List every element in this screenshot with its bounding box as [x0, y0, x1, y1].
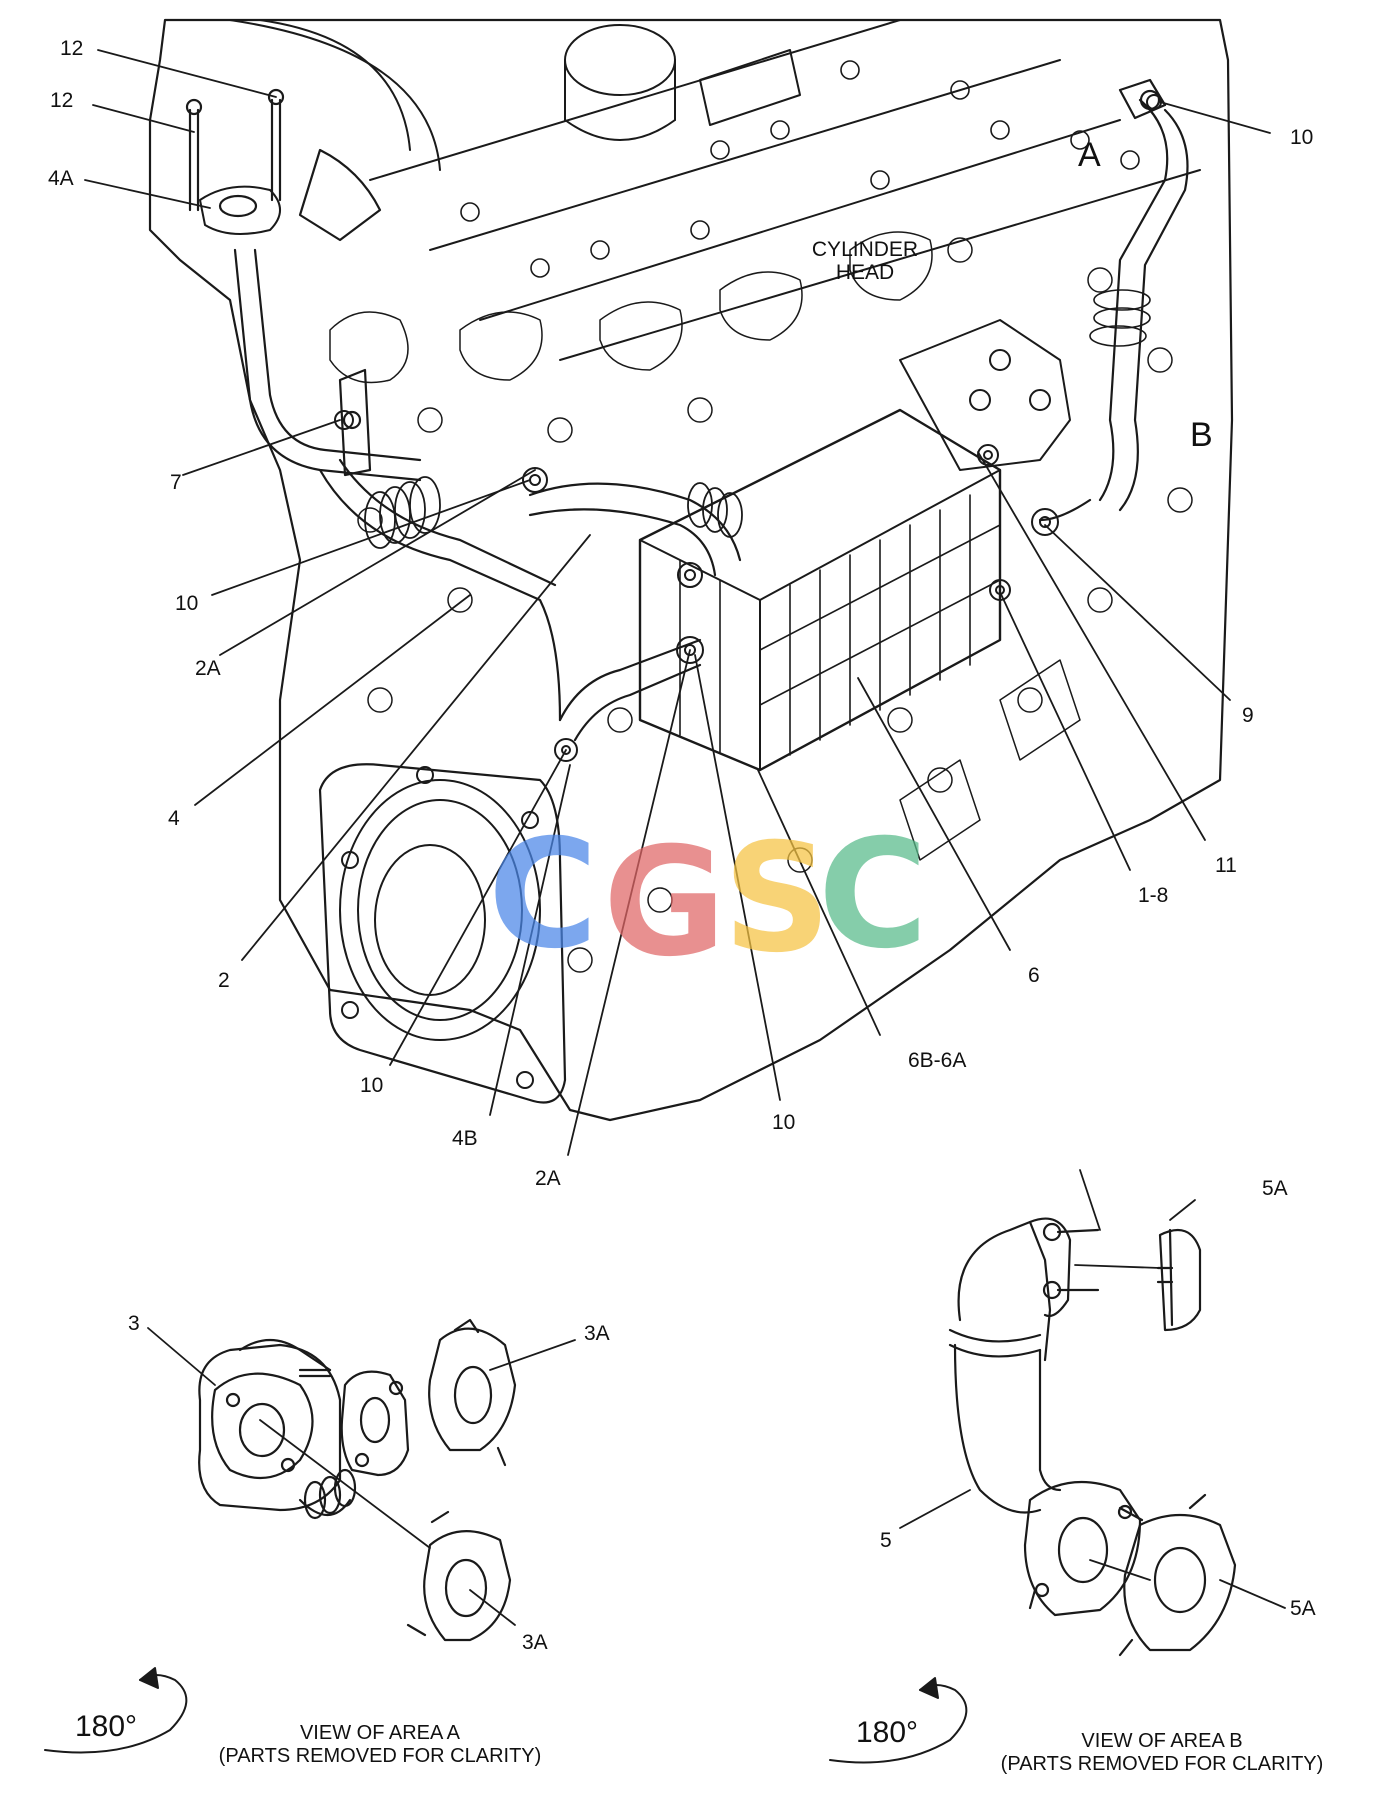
area-label-b: B	[1190, 416, 1213, 454]
callout-4a: 4A	[48, 167, 74, 190]
view-b-title: VIEW OF AREA B	[1081, 1730, 1243, 1752]
callout-5: 5	[880, 1529, 892, 1552]
watermark: C G S C	[488, 820, 1008, 990]
callout-6b-6a: 6B-6A	[908, 1049, 967, 1072]
callout-10-bottom-left: 10	[360, 1074, 384, 1097]
callout-2a-left: 2A	[195, 657, 221, 680]
view-b-subtitle: (PARTS REMOVED FOR CLARITY)	[1000, 1753, 1324, 1775]
rotation-arrow-b	[829, 1677, 968, 1764]
callout-2: 2	[218, 969, 230, 992]
callout-12-lower: 12	[50, 89, 74, 112]
cylinder-head-label: CYLINDER HEAD	[811, 238, 919, 285]
callout-3: 3	[128, 1312, 140, 1335]
callout-10-top-right: 10	[1290, 126, 1314, 149]
watermark-letter-s: S	[723, 812, 832, 986]
callout-5a-upper: 5A	[1262, 1177, 1288, 1200]
engine-block	[148, 18, 1234, 1122]
watermark-letter-c1: C	[488, 808, 599, 982]
area-label-a: A	[1078, 136, 1101, 174]
callout-12-upper: 12	[60, 37, 84, 60]
view-a-title: VIEW OF AREA A	[299, 1722, 461, 1744]
callout-4b: 4B	[452, 1127, 478, 1150]
callout-4: 4	[168, 807, 180, 830]
callout-10-bottom-center: 10	[772, 1111, 796, 1134]
watermark-letter-c2: C	[818, 808, 929, 982]
fastener-bolts	[334, 94, 1162, 762]
callout-11: 11	[1215, 854, 1237, 877]
callout-6: 6	[1028, 964, 1040, 987]
callout-2a-bottom: 2A	[535, 1167, 561, 1190]
view-a-caption: VIEW OF AREA A (PARTS REMOVED FOR CLARIT…	[180, 1722, 580, 1768]
leader-lines	[84, 49, 1286, 1626]
coolant-tubes	[185, 78, 1189, 742]
rotation-label-b: 180°	[856, 1716, 919, 1749]
callout-5a-lower: 5A	[1290, 1597, 1316, 1620]
rotation-arrow-a	[44, 1667, 188, 1754]
view-a-detail	[198, 1318, 517, 1642]
callout-10-left: 10	[175, 592, 199, 615]
callout-3a-lower: 3A	[522, 1631, 548, 1654]
view-a-subtitle: (PARTS REMOVED FOR CLARITY)	[218, 1745, 542, 1767]
callout-9: 9	[1242, 704, 1254, 727]
callout-3a-upper: 3A	[584, 1322, 610, 1345]
callout-7: 7	[170, 471, 182, 494]
callout-1-8: 1-8	[1138, 884, 1169, 907]
view-b-detail	[948, 1217, 1237, 1657]
view-b-caption: VIEW OF AREA B (PARTS REMOVED FOR CLARIT…	[962, 1730, 1362, 1776]
watermark-letter-g: G	[603, 816, 727, 990]
rotation-label-a: 180°	[75, 1710, 138, 1743]
